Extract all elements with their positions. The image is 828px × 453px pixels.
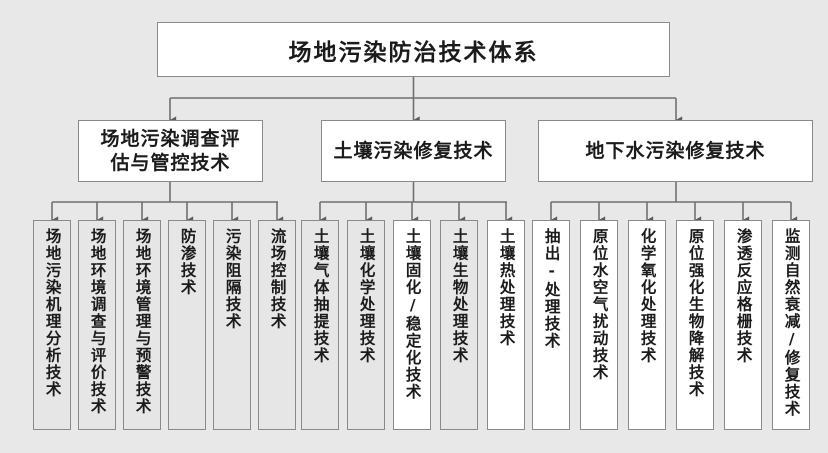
leaf-node-1-4[interactable]: 防渗技术 (168, 220, 206, 430)
leaf-node-1-5-label: 污染阻隔技术 (223, 228, 242, 330)
branch-node-2-label: 土壤污染修复技术 (333, 139, 494, 162)
leaf-node-2-4[interactable]: 土壤生物处理技术 (440, 220, 478, 430)
leaf-node-3-2[interactable]: 原位水空气扰动技术 (580, 220, 618, 430)
leaf-node-2-3[interactable]: 土壤固化/稳定化技术 (393, 220, 431, 430)
leaf-node-3-6-label: 监测自然衰减/修复技术 (782, 228, 801, 418)
root-node-label: 场地污染防治技术体系 (288, 39, 539, 66)
leaf-node-3-1-label: 抽出-处理技术 (542, 228, 561, 350)
branch-node-3[interactable]: 地下水污染修复技术 (538, 120, 813, 182)
branch-node-2[interactable]: 土壤污染修复技术 (321, 120, 506, 182)
leaf-node-1-1[interactable]: 场地污染机理分析技术 (33, 220, 71, 430)
leaf-node-3-1[interactable]: 抽出-处理技术 (532, 220, 570, 430)
leaf-node-3-4[interactable]: 原位强化生物降解技术 (676, 220, 714, 430)
leaf-node-2-3-label: 土壤固化/稳定化技术 (403, 228, 422, 401)
leaf-node-2-1-label: 土壤气体抽提技术 (311, 228, 330, 364)
branch-node-1-label: 场地污染调查评 估与管控技术 (100, 127, 241, 174)
leaf-node-3-4-label: 原位强化生物降解技术 (686, 228, 705, 398)
leaf-node-1-1-label: 场地污染机理分析技术 (43, 228, 62, 398)
leaf-node-1-4-label: 防渗技术 (178, 228, 197, 296)
leaf-node-2-4-label: 土壤生物处理技术 (450, 228, 469, 364)
leaf-node-2-2[interactable]: 土壤化学处理技术 (347, 220, 385, 430)
leaf-node-3-5[interactable]: 渗透反应格栅技术 (724, 220, 762, 430)
leaf-node-1-5[interactable]: 污染阻隔技术 (213, 220, 251, 430)
leaf-node-2-5-label: 土壤热处理技术 (497, 228, 516, 347)
leaf-node-1-3[interactable]: 场地环境管理与预警技术 (123, 220, 161, 430)
leaf-node-1-2-label: 场地环境调查与评价技术 (88, 228, 107, 415)
root-node[interactable]: 场地污染防治技术体系 (157, 22, 670, 77)
leaf-node-3-5-label: 渗透反应格栅技术 (734, 228, 753, 364)
leaf-node-3-2-label: 原位水空气扰动技术 (590, 228, 609, 381)
leaf-node-2-2-label: 土壤化学处理技术 (357, 228, 376, 364)
leaf-node-1-3-label: 场地环境管理与预警技术 (133, 228, 152, 415)
leaf-node-3-6[interactable]: 监测自然衰减/修复技术 (772, 220, 810, 430)
leaf-node-3-3-label: 化学氧化处理技术 (638, 228, 657, 364)
leaf-node-2-5[interactable]: 土壤热处理技术 (487, 220, 525, 430)
leaf-node-1-6[interactable]: 流场控制技术 (258, 220, 296, 430)
branch-node-1[interactable]: 场地污染调查评 估与管控技术 (78, 120, 263, 182)
leaf-node-3-3[interactable]: 化学氧化处理技术 (628, 220, 666, 430)
leaf-node-1-2[interactable]: 场地环境调查与评价技术 (78, 220, 116, 430)
branch-node-3-label: 地下水污染修复技术 (585, 139, 766, 162)
leaf-node-2-1[interactable]: 土壤气体抽提技术 (301, 220, 339, 430)
leaf-node-1-6-label: 流场控制技术 (268, 228, 287, 330)
